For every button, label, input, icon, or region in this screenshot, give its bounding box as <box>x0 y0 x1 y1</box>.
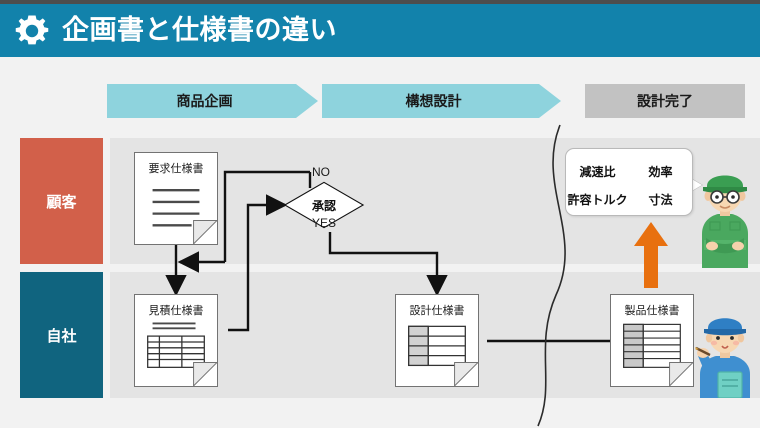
gear-icon <box>12 11 52 51</box>
product-spec-glyph <box>623 323 693 386</box>
edge-decision-yes-to-design <box>328 232 448 297</box>
node-product-spec-title: 製品仕様書 <box>624 305 680 317</box>
person-engineer-green <box>694 160 756 268</box>
lane-label-own-text: 自社 <box>46 327 77 345</box>
requirement-spec-glyph <box>152 189 217 244</box>
orange-up-arrow <box>634 222 668 288</box>
edge-label-no: NO <box>312 165 330 179</box>
node-requirement-spec-title: 要求仕様書 <box>148 163 204 175</box>
node-product-spec[interactable]: 製品仕様書 <box>610 294 694 387</box>
quote-spec-glyph <box>147 322 217 386</box>
node-requirement-spec[interactable]: 要求仕様書 <box>134 152 218 245</box>
node-decision-approval-label: 承認 <box>311 198 336 213</box>
phase-banner-1-label: 商品企画 <box>176 93 233 109</box>
lane-label-own: 自社 <box>20 272 103 398</box>
phase-banner-2[interactable]: 構想設計 <box>322 84 561 118</box>
person-worker-blue <box>694 308 756 399</box>
node-design-spec[interactable]: 設計仕様書 <box>395 294 479 387</box>
spec-item-1: 効率 <box>648 165 673 179</box>
phase-banner-3[interactable]: 設計完了 <box>585 84 745 118</box>
lane-label-customer: 顧客 <box>20 138 103 264</box>
edge-label-yes: YES <box>312 216 337 230</box>
spec-item-3: 寸法 <box>648 193 673 207</box>
spec-speech-bubble: 減速比 効率 許容トルク 寸法 <box>565 148 693 216</box>
wavy-divider <box>537 124 566 427</box>
slide-header: 企画書と仕様書の違い <box>0 0 760 57</box>
edge-quote-to-decision <box>228 194 288 332</box>
speech-bubble-tail <box>690 178 702 192</box>
lane-label-customer-text: 顧客 <box>46 193 77 211</box>
spec-item-0: 減速比 <box>579 165 616 179</box>
page-title: 企画書と仕様書の違い <box>62 15 337 45</box>
node-design-spec-title: 設計仕様書 <box>409 305 465 317</box>
phase-banner-row: 商品企画 構想設計 設計完了 <box>0 84 760 118</box>
phase-banner-3-label: 設計完了 <box>637 93 693 109</box>
spec-item-2: 許容トルク <box>567 193 628 207</box>
phase-banner-2-label: 構想設計 <box>405 93 462 109</box>
node-quote-spec-title: 見積仕様書 <box>148 305 204 317</box>
phase-banner-1[interactable]: 商品企画 <box>107 84 318 118</box>
node-quote-spec[interactable]: 見積仕様書 <box>134 294 218 387</box>
edge-no-rail-top <box>223 170 310 262</box>
design-spec-glyph <box>408 325 478 386</box>
